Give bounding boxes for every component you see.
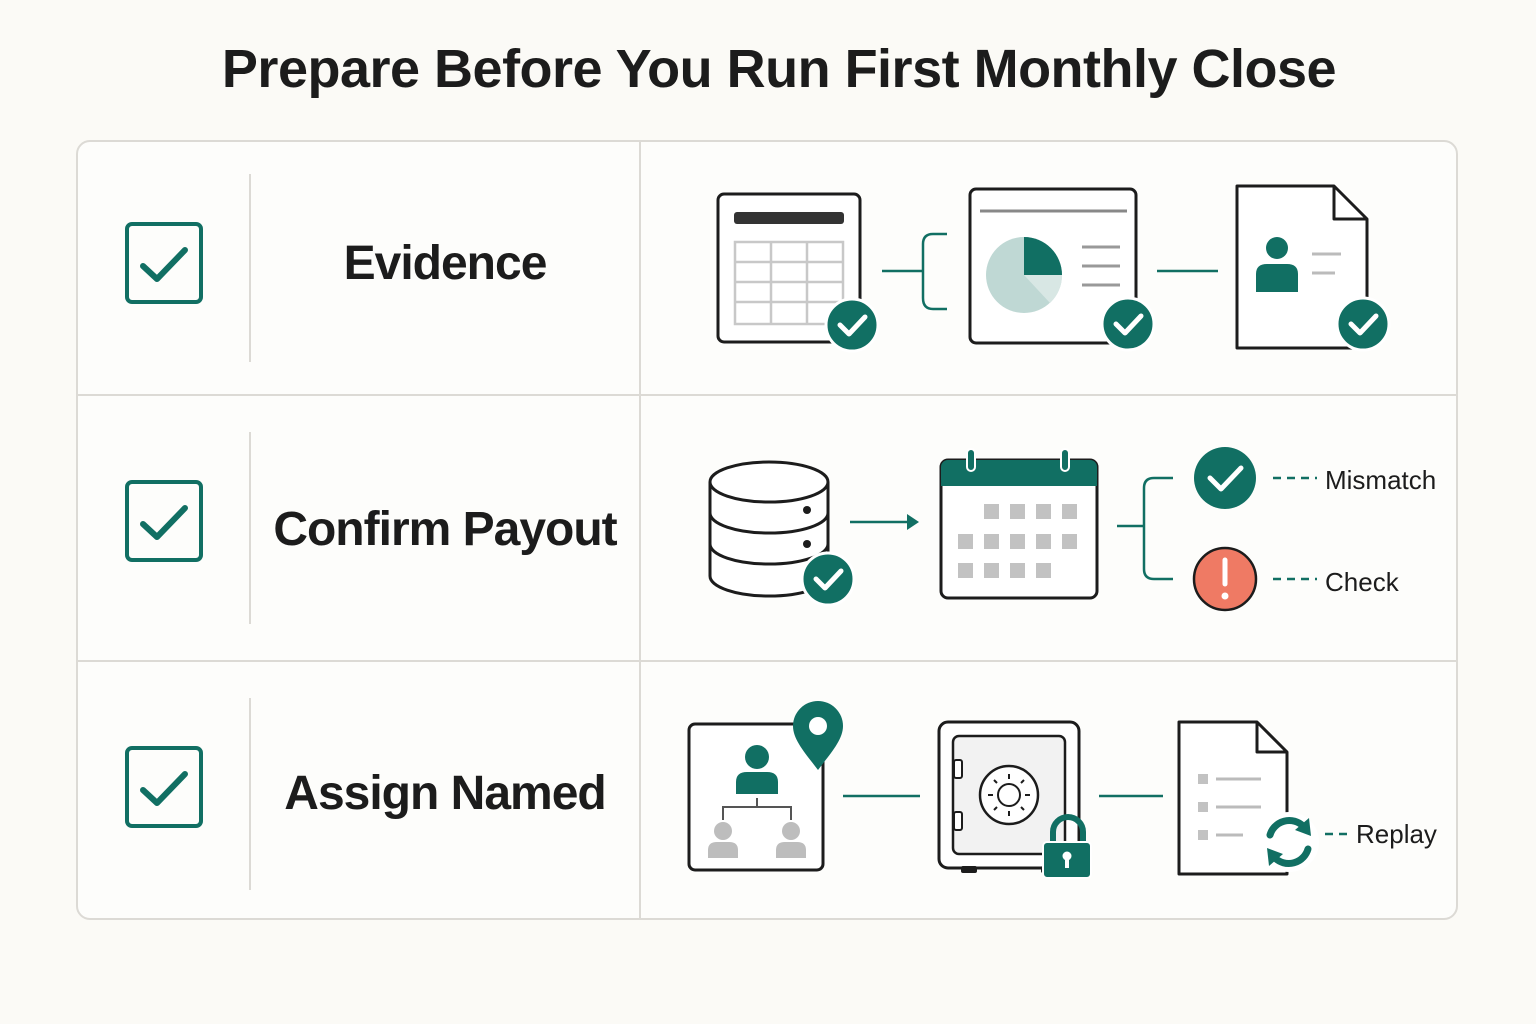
check-badge-icon [1100,296,1156,352]
profile-document-icon [1235,184,1369,350]
checkbox-evidence[interactable] [125,222,203,304]
branch-label-mismatch: Mismatch [1325,465,1436,495]
row-label-confirm-payout: Confirm Payout [273,503,617,556]
branch-label-check: Check [1325,567,1400,597]
checkbox-assign-named[interactable] [125,746,203,828]
row-label-evidence: Evidence [343,237,548,290]
label-divider [249,432,251,624]
spreadsheet-icon [716,192,862,344]
status-ok-icon [1194,447,1256,509]
location-pin-icon [793,701,843,770]
status-alert-icon [1192,546,1258,612]
org-chart-icon [687,722,825,872]
row-divider [78,394,1456,396]
padlock-icon [1042,814,1092,879]
check-badge-icon [824,297,880,353]
annotation-replay: Replay [1356,819,1437,849]
process-diagrams: Mismatch Check [687,184,1437,879]
arrow-head [907,514,919,530]
safe-icon [937,720,1081,873]
check-badge-icon [1335,296,1391,352]
row-label-assign-named: Assign Named [284,767,606,820]
page-title: Prepare Before You Run First Monthly Clo… [221,39,1337,99]
checkbox-confirm-payout[interactable] [125,480,203,562]
report-chart-icon [968,187,1138,345]
column-divider [639,142,641,918]
checklist-card: Evidence Confirm Payout Assign Named [76,140,1458,920]
row-divider [78,660,1456,662]
bracket-connector [1142,476,1173,581]
label-divider [249,698,251,890]
calendar-icon [939,448,1099,600]
label-divider [249,174,251,362]
check-badge-icon [800,551,856,607]
refresh-icon [1259,812,1319,872]
bracket-connector [921,232,947,311]
